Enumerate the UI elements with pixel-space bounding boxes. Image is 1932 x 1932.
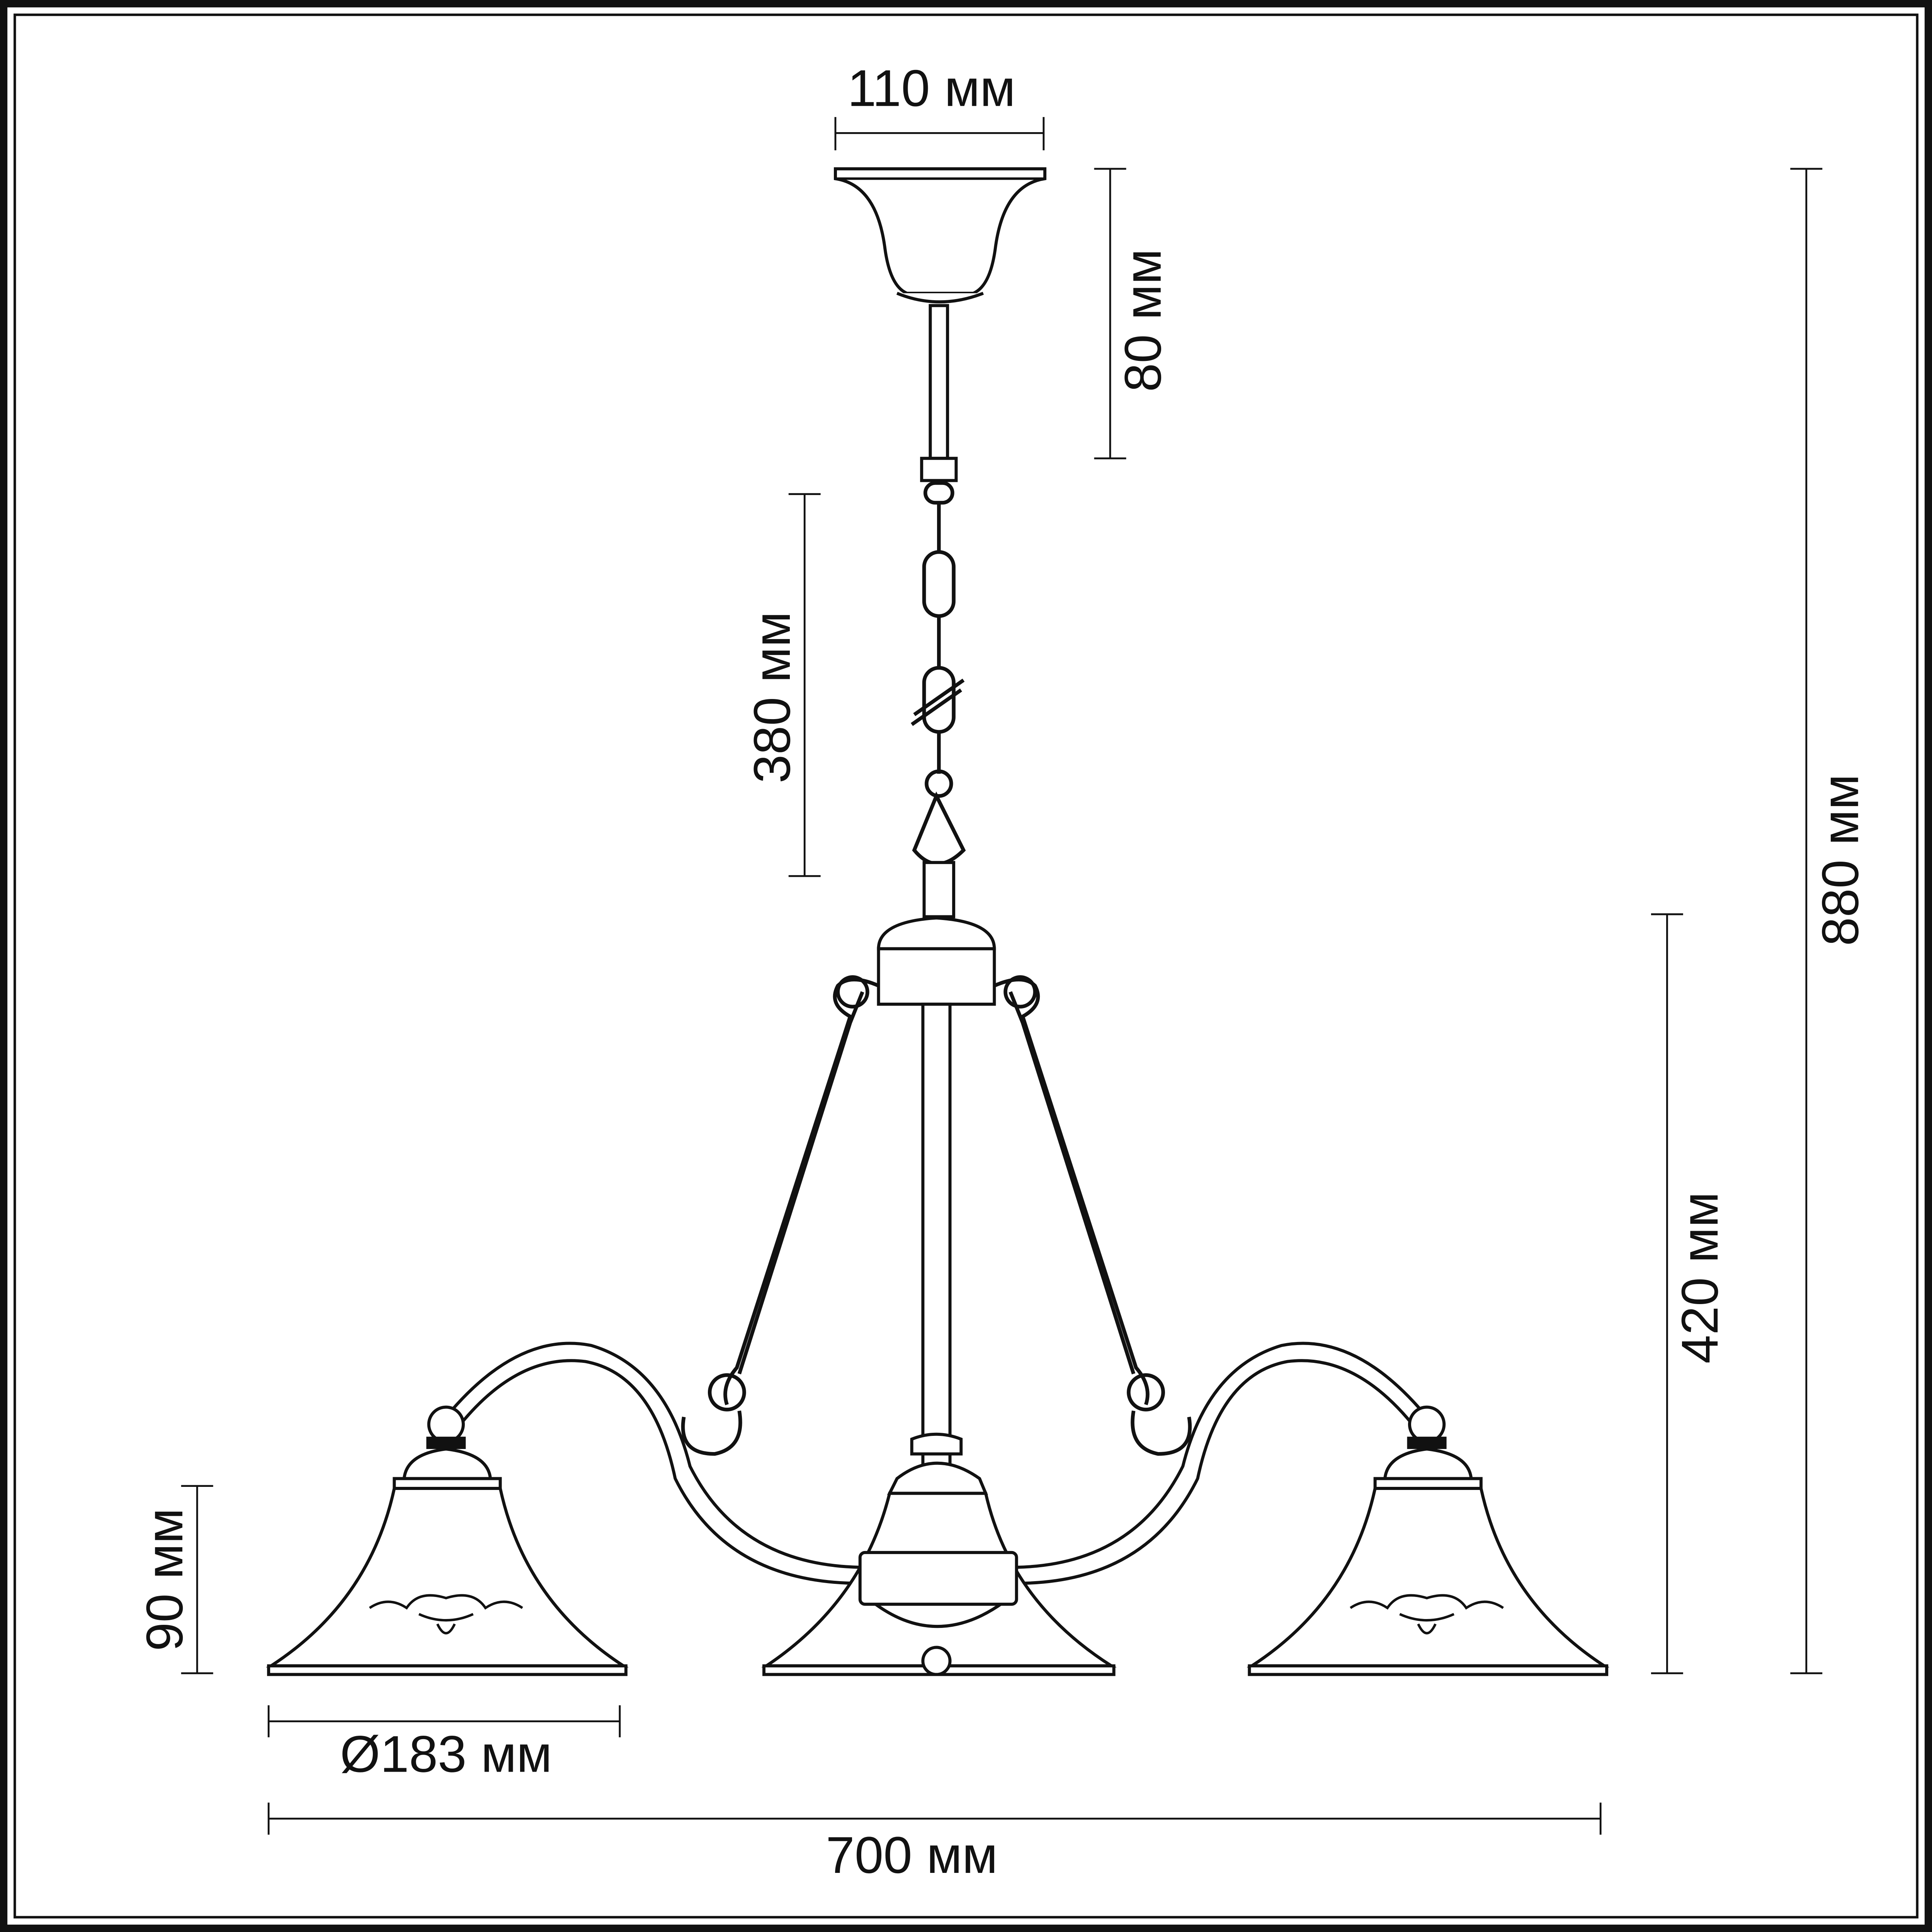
chain-length-label: 380 мм	[743, 611, 801, 783]
lamp-shade-left	[266, 1405, 629, 1676]
lower-hub	[858, 1551, 1018, 1606]
dimension-total-height: 880 мм	[1790, 168, 1869, 1674]
canopy-height-label: 80 мм	[1114, 249, 1172, 392]
dimension-canopy-height: 80 мм	[1094, 168, 1172, 459]
center-rod	[921, 1002, 952, 1554]
body-height-label: 420 мм	[1671, 1192, 1729, 1364]
dimension-total-width: 700 мм	[267, 1803, 1602, 1884]
inner-frame	[14, 14, 1918, 1918]
dimension-body-height: 420 мм	[1651, 913, 1729, 1674]
ceiling-canopy	[834, 167, 1047, 304]
dimension-shade-diameter: Ø183 мм	[267, 1705, 621, 1783]
upper-hub	[877, 916, 996, 1006]
lamp-shade-right	[1247, 1405, 1610, 1676]
dimension-shade-height: 90 мм	[136, 1485, 213, 1674]
dimension-canopy-width: 110 мм	[834, 60, 1045, 151]
canopy-width-label: 110 мм	[847, 60, 1015, 117]
chain-connector	[920, 457, 958, 482]
total-height-label: 880 мм	[1812, 774, 1869, 946]
dimension-chain-length: 380 мм	[743, 493, 821, 877]
shade-diameter-label: Ø183 мм	[340, 1725, 552, 1783]
support-struts	[707, 975, 1165, 1412]
shade-height-label: 90 мм	[136, 1508, 194, 1651]
chain	[910, 481, 966, 918]
suspension-rod	[929, 304, 949, 460]
total-width-label: 700 мм	[826, 1827, 998, 1884]
